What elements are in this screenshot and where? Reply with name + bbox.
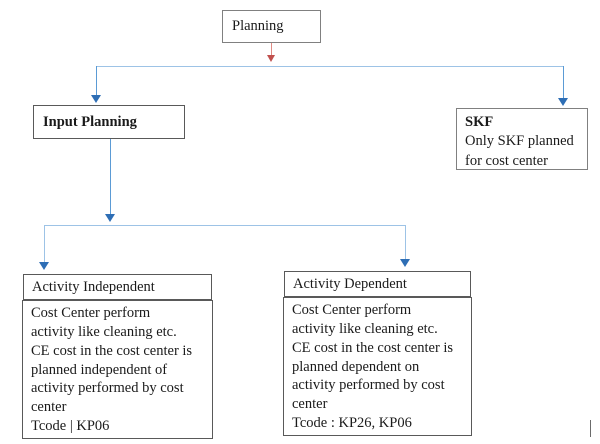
node-activity-independent-body: Cost Center perform activity like cleani… xyxy=(22,300,213,439)
node-planning-label: Planning xyxy=(232,18,284,34)
body-line: activity like cleaning etc. xyxy=(31,323,177,340)
body-line: planned dependent on xyxy=(292,358,420,375)
node-skf-line-2: for cost center xyxy=(465,152,548,169)
body-line: CE cost in the cost center is xyxy=(292,339,454,356)
node-activity-dependent-header-label: Activity Dependent xyxy=(293,276,407,292)
body-line-tcode: Tcode | KP06 xyxy=(31,418,110,435)
node-skf-content: SKF Only SKF planned for cost center xyxy=(465,113,583,171)
body-line: activity performed by cost xyxy=(292,377,445,394)
connector-to-input-planning xyxy=(96,66,97,96)
arrowhead-planning-down-icon xyxy=(266,55,275,62)
arrowhead-skf-icon xyxy=(558,98,568,106)
node-activity-dependent-body: Cost Center perform activity like cleani… xyxy=(283,297,472,436)
body-line: planned independent of xyxy=(31,361,168,378)
connector-to-activity-dependent xyxy=(405,225,406,260)
connector-planning-to-split xyxy=(271,43,272,59)
arrowhead-activity-dependent-icon xyxy=(400,259,410,267)
node-activity-independent-header: Activity Independent xyxy=(23,274,212,300)
body-line: center xyxy=(292,396,328,413)
node-skf-line-1: Only SKF planned xyxy=(465,133,574,150)
node-input-planning-label: Input Planning xyxy=(43,114,137,130)
connector-second-horizontal xyxy=(44,225,406,226)
node-skf[interactable]: SKF Only SKF planned for cost center xyxy=(456,108,588,170)
body-line-tcode: Tcode : KP26, KP06 xyxy=(292,415,412,432)
connector-to-activity-independent xyxy=(44,225,45,263)
node-activity-dependent-header: Activity Dependent xyxy=(284,271,471,297)
connector-input-planning-down xyxy=(110,139,111,216)
body-line: Cost Center perform xyxy=(31,305,151,321)
connector-to-skf xyxy=(563,66,564,99)
arrowhead-input-planning-icon xyxy=(91,95,101,103)
body-line: center xyxy=(31,399,67,416)
text-caret xyxy=(590,420,591,437)
arrowhead-activity-independent-icon xyxy=(39,262,49,270)
node-input-planning[interactable]: Input Planning xyxy=(33,105,185,139)
body-line: activity performed by cost xyxy=(31,380,184,397)
node-activity-independent-text: Cost Center perform activity like cleani… xyxy=(31,304,209,436)
node-activity-independent-header-label: Activity Independent xyxy=(32,279,155,295)
body-line: CE cost in the cost center is xyxy=(31,342,193,359)
node-planning[interactable]: Planning xyxy=(222,10,321,43)
node-skf-heading: SKF xyxy=(465,114,494,130)
node-activity-dependent[interactable]: Activity Dependent Cost Center perform a… xyxy=(283,271,473,436)
node-activity-dependent-text: Cost Center perform activity like cleani… xyxy=(292,301,468,433)
body-line: Cost Center perform xyxy=(292,302,412,318)
node-activity-independent[interactable]: Activity Independent Cost Center perform… xyxy=(22,274,214,439)
body-line: activity like cleaning etc. xyxy=(292,320,438,337)
connector-top-horizontal xyxy=(96,66,564,67)
arrowhead-second-split-icon xyxy=(105,214,115,222)
